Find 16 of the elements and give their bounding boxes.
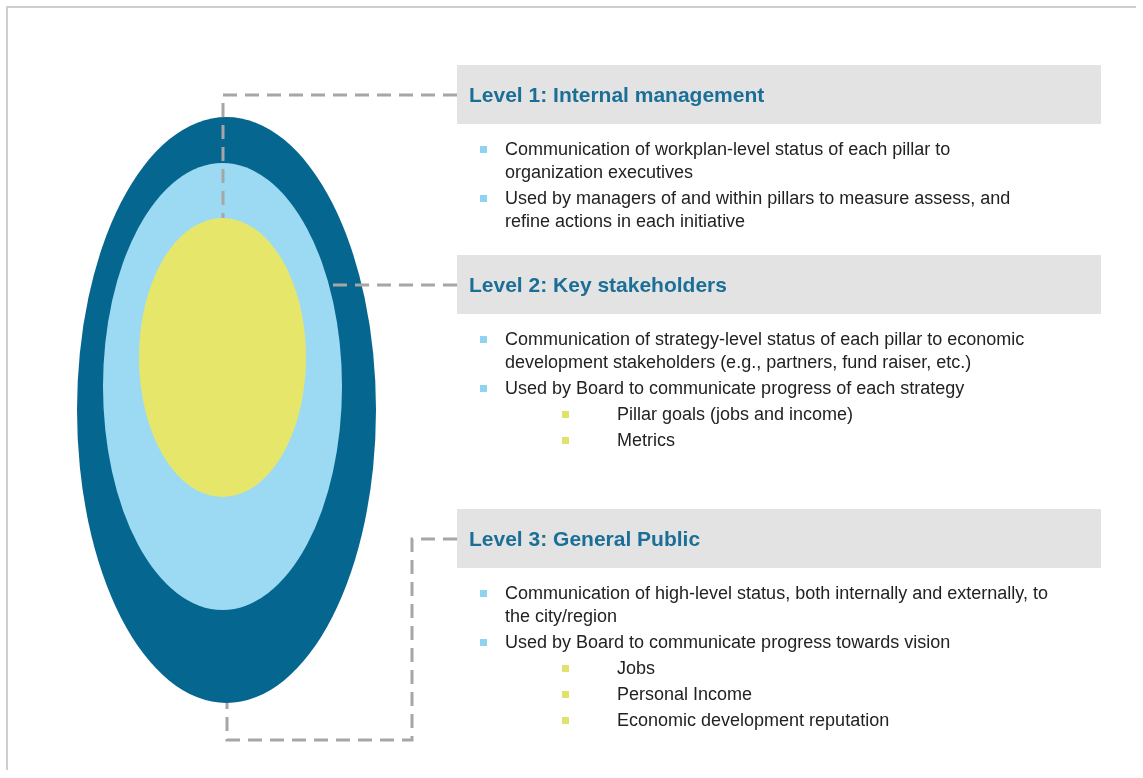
bullet-text: Used by Board to communicate progress of each strategy: [505, 377, 966, 400]
bullet-text: Communication of strategy-level status of each pillar to economic development stakeholders (e.g., partners, fund raiser, etc.): [505, 328, 1026, 374]
bullet-text: Jobs: [617, 657, 657, 680]
level-header: Level 1: Internal management: [457, 65, 1101, 124]
level-header: Level 2: Key stakeholders: [457, 255, 1101, 314]
bullet-text: Metrics: [617, 429, 676, 452]
bullet-text: Pillar goals (jobs and income): [617, 403, 855, 426]
bullet-text: Used by managers of and within pillars to measure assess, and refine actions in each initiative: [505, 187, 1012, 233]
bullet-text: Used by Board to communicate progress towards vision: [505, 631, 952, 654]
bullet-text: Communication of workplan-level status of each pillar to organization executives: [505, 138, 952, 184]
level-header: Level 3: General Public: [457, 509, 1101, 568]
bullet-text: Personal Income: [617, 683, 754, 706]
bullet-text: Communication of high-level status, both internally and externally, to the city/region: [505, 582, 1049, 628]
bullet-text: Economic development reputation: [617, 709, 891, 732]
leader-line: [225, 537, 457, 742]
leader-line: [221, 93, 457, 218]
